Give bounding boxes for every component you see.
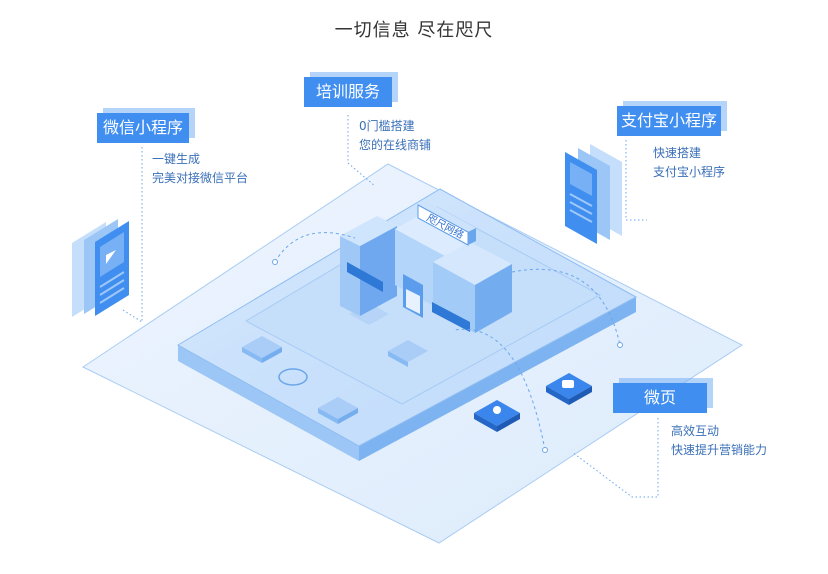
connector-dot — [617, 342, 623, 348]
desc-line: 高效互动 — [671, 424, 720, 438]
desc-line: 您的在线商铺 — [359, 138, 432, 152]
phone-side-right — [359, 297, 636, 461]
connector-dot — [542, 447, 548, 453]
chat-icon — [562, 380, 574, 388]
chat-tile — [546, 373, 592, 405]
desc-line: 快速搭建 — [653, 146, 702, 160]
app-icon-document — [318, 397, 358, 424]
map-pin-icon — [493, 406, 501, 414]
desc-line: 支付宝小程序 — [653, 165, 726, 179]
leader-alipay — [625, 140, 647, 221]
page-title: 一切信息 尽在咫尺 — [334, 20, 494, 41]
wechat-phone-cards — [72, 219, 129, 317]
leader-microsite — [571, 418, 659, 498]
app-icon-share — [242, 336, 282, 363]
connector-alipay — [511, 268, 621, 346]
map-pin-tile — [474, 400, 520, 432]
desc-line: 一键生成 — [152, 152, 201, 166]
connector-microsite — [454, 328, 546, 451]
tag-wechat-mini-program: 微信小程序 — [97, 113, 189, 143]
store-building — [340, 215, 512, 333]
tag-alipay-mini-program: 支付宝小程序 — [617, 106, 721, 136]
desc-alipay: 快速搭建 支付宝小程序 — [653, 144, 725, 182]
alipay-phone-cards — [565, 144, 622, 244]
connector-wechat — [274, 232, 356, 263]
desc-training: 0门槛搭建 您的在线商铺 — [359, 117, 431, 155]
desc-line: 0门槛搭建 — [359, 119, 415, 133]
leader-training — [347, 115, 376, 187]
phone-home-button — [278, 368, 308, 386]
connector-dot — [272, 259, 278, 265]
tag-training-service: 培训服务 — [304, 77, 392, 107]
tag-microsite: 微页 — [613, 383, 707, 413]
desc-line: 完美对接微信平台 — [152, 171, 249, 185]
phone-side-left — [178, 345, 359, 461]
desc-line: 快速提升营销能力 — [671, 443, 768, 457]
desc-wechat: 一键生成 完美对接微信平台 — [152, 150, 248, 188]
desc-microsite: 高效互动 快速提升营销能力 — [671, 422, 767, 460]
app-icon-image — [388, 340, 428, 367]
